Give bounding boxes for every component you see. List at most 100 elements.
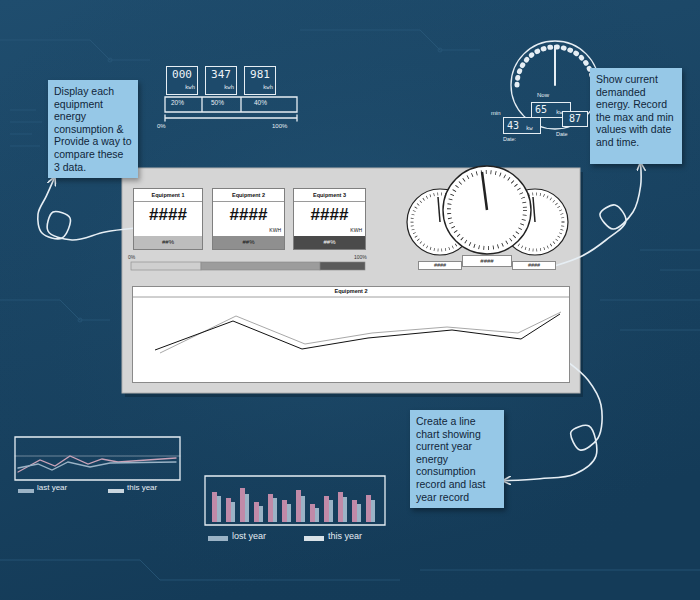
gauge-sketch	[517, 47, 593, 85]
bar-chart-sketch	[208, 536, 228, 541]
readout-value: ####	[513, 262, 555, 269]
line-chart	[132, 286, 570, 383]
equipment-card: Equipment 2 #### KWH ##%	[212, 188, 285, 250]
gauge	[533, 197, 535, 222]
circuit-pattern	[0, 300, 110, 320]
circuit-pattern	[78, 318, 82, 322]
line-chart-sketch	[18, 489, 34, 493]
sketch-value: 43	[507, 120, 519, 131]
sketch-value: 87	[563, 113, 587, 124]
bar-chart-sketch	[212, 488, 371, 522]
circuit-pattern	[10, 110, 42, 146]
reading-sketch-box: 87	[562, 111, 588, 127]
legend-text: last year	[37, 484, 67, 493]
summary-sketch	[165, 97, 297, 112]
chart-box: Equipment 2	[132, 286, 570, 383]
gauge	[449, 172, 525, 248]
note-text: Create a line chart showing current year…	[416, 415, 498, 503]
readout-value: ####	[463, 256, 511, 266]
sketch-label: 0%	[128, 255, 135, 261]
callout-arrow	[556, 164, 641, 266]
gauge-sketch	[511, 41, 599, 129]
sketch-label: Now	[537, 92, 549, 99]
sketch-value: kwh	[245, 84, 275, 90]
card-title: Equipment 2	[213, 189, 284, 202]
sticky-note: Show current demanded energy. Record the…	[590, 68, 682, 164]
chart-sketch: lost year this year	[205, 476, 395, 546]
sketch-label: min	[491, 110, 501, 117]
line-chart-sketch	[108, 489, 124, 493]
sketch-value: kw	[526, 125, 533, 131]
sketch-label: 100%	[354, 255, 367, 261]
readout-value: ####	[419, 262, 461, 269]
value-sketch-box: 981kwh	[244, 66, 276, 95]
sketch-value: kwh	[167, 84, 197, 90]
circuit-pattern	[420, 570, 700, 571]
line-chart	[132, 297, 570, 298]
gauge-sketch	[554, 46, 556, 85]
card-percent: ##%	[134, 236, 202, 249]
gauge	[407, 166, 568, 255]
bar-chart-sketch	[217, 494, 375, 522]
sketch-label: Date:	[503, 136, 516, 142]
bar-chart-sketch	[304, 536, 324, 541]
line-chart-sketch	[18, 462, 176, 470]
card-value: ####	[134, 206, 202, 225]
value-sketch-box: 347kwh	[205, 66, 237, 95]
line-chart-sketch	[15, 437, 180, 493]
circuit-pattern	[640, 250, 700, 270]
bar-chart-sketch	[205, 476, 385, 541]
gauge-sketch	[511, 41, 599, 129]
sketch-label: 40%	[254, 99, 267, 106]
circuit-pattern	[0, 40, 150, 60]
line-chart-sketch	[15, 437, 180, 480]
card-value: ####	[213, 206, 284, 225]
bar-chart-sketch	[205, 476, 385, 525]
dashboard-panel	[131, 262, 201, 270]
line-chart-sketch	[18, 456, 176, 472]
chart-title: Equipment 2	[133, 288, 569, 294]
reading-sketch-box: 43 kw	[503, 117, 541, 134]
card-unit: KWH	[213, 228, 284, 234]
summary-sketch	[165, 97, 297, 121]
callout-arrow	[38, 178, 133, 240]
sketch-label: 20%	[171, 99, 184, 106]
circuit-pattern	[620, 330, 700, 331]
card-percent: ##%	[294, 236, 365, 249]
circuit-pattern	[300, 30, 480, 50]
circuit-pattern	[0, 560, 400, 580]
sticky-note: Display each equipment energy consumptio…	[48, 80, 138, 178]
circuit-pattern	[600, 300, 700, 301]
sketch-label: 50%	[211, 99, 224, 106]
gauge	[438, 197, 440, 222]
note-text: Display each equipment energy consumptio…	[54, 85, 132, 173]
dashboard-panel	[320, 262, 365, 270]
equipment-card: Equipment 3####KWH##%	[293, 188, 366, 250]
equipment-card: Equipment 1######%	[133, 188, 203, 250]
gauge-readout: ####	[418, 261, 462, 270]
sticky-note: Create a line chart showing current year…	[410, 410, 504, 508]
value-sketch-box: 000kwh	[166, 66, 198, 95]
summary-sketch	[165, 115, 297, 121]
card-value: ####	[294, 206, 365, 225]
card-unit: KWH	[294, 228, 365, 234]
chart-sketch: last year this year	[15, 437, 185, 499]
circuit-pattern	[108, 58, 112, 62]
line-chart	[132, 286, 570, 383]
note-text: Show current demanded energy. Record the…	[596, 73, 676, 149]
line-chart	[155, 314, 560, 350]
line-chart-sketch	[15, 456, 180, 457]
legend-text: this year	[127, 484, 157, 493]
gauge-readout: ####	[462, 255, 512, 267]
sketch-value: kwh	[206, 84, 236, 90]
gauge	[443, 166, 531, 254]
legend-text: this year	[328, 532, 362, 542]
line-chart	[160, 312, 561, 353]
legend-text: lost year	[232, 532, 266, 542]
card-percent: ##%	[213, 236, 284, 249]
dashboard-panel	[201, 262, 320, 270]
circuit-pattern	[0, 30, 700, 580]
circuit-pattern	[438, 48, 442, 52]
